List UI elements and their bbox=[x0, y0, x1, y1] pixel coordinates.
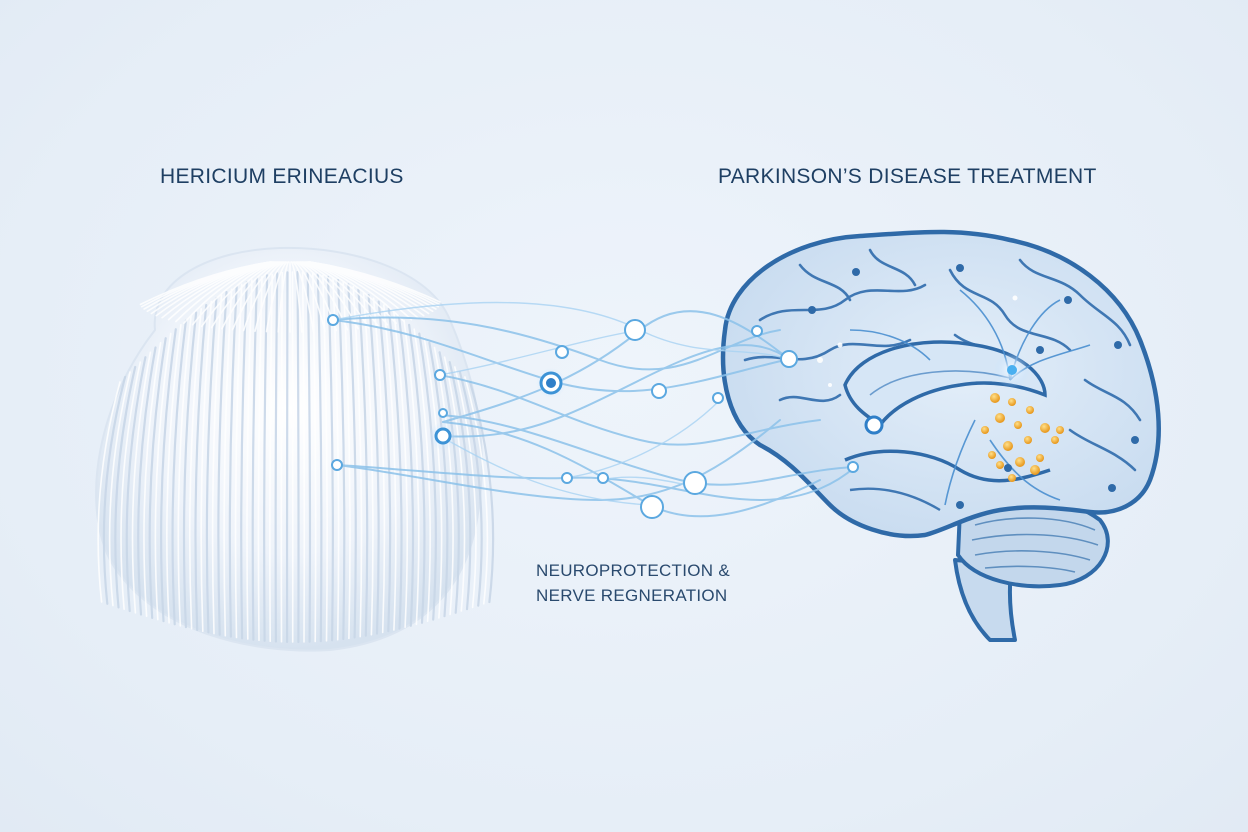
dopamine-particle bbox=[990, 393, 1000, 403]
mushroom-label: HERICIUM ERINEACIUS bbox=[160, 165, 404, 188]
disease-label: PARKINSON’S DISEASE TREATMENT bbox=[718, 165, 1097, 188]
dopamine-particle bbox=[1008, 474, 1016, 482]
dopamine-particle bbox=[1056, 426, 1064, 434]
dopamine-particle bbox=[1003, 441, 1013, 451]
mushroom-illustration bbox=[95, 246, 495, 652]
dopamine-particle bbox=[1026, 406, 1034, 414]
dopamine-particle bbox=[1014, 421, 1022, 429]
dopamine-particle bbox=[1024, 436, 1032, 444]
dopamine-particle bbox=[1051, 436, 1059, 444]
dopamine-particle bbox=[1015, 457, 1025, 467]
dopamine-particle bbox=[996, 461, 1004, 469]
neural-connection-lines bbox=[327, 295, 1018, 519]
dopamine-particle bbox=[1030, 465, 1040, 475]
dopamine-particles bbox=[981, 393, 1064, 482]
dopamine-particle bbox=[981, 426, 989, 434]
dopamine-particle bbox=[1036, 454, 1044, 462]
mechanism-label: NEUROPROTECTION & NERVE REGNERATION bbox=[536, 558, 730, 608]
mechanism-label-line2: NERVE REGNERATION bbox=[536, 586, 728, 605]
dopamine-particle bbox=[988, 451, 996, 459]
dopamine-particle bbox=[1040, 423, 1050, 433]
mechanism-label-line1: NEUROPROTECTION & bbox=[536, 561, 731, 580]
dopamine-particle bbox=[995, 413, 1005, 423]
dopamine-particle bbox=[1008, 398, 1016, 406]
brain-illustration bbox=[720, 229, 1161, 642]
